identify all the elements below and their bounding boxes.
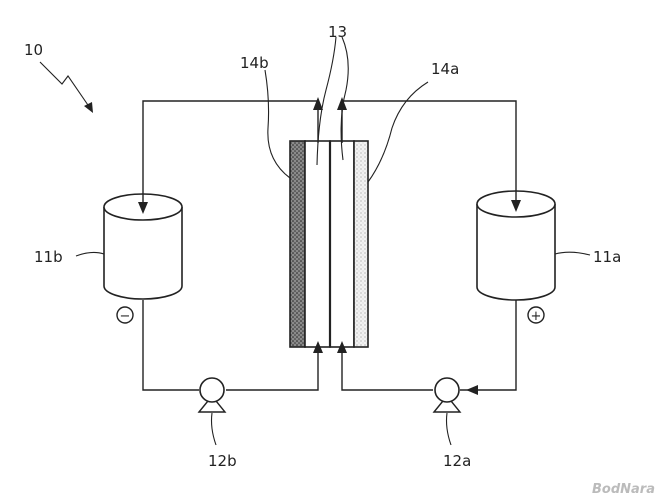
half-cell-right	[329, 140, 355, 348]
negative-terminal-icon: −	[116, 306, 134, 324]
system-pointer	[39, 61, 91, 109]
flow-arrow-icon	[138, 97, 521, 395]
electrode-right	[353, 140, 369, 348]
positive-terminal-icon: +	[527, 306, 545, 324]
label-electrode-right: 14a	[431, 60, 459, 78]
label-tank-right: 11a	[593, 248, 621, 266]
pump-icon	[432, 377, 462, 413]
label-pump-right: 12a	[443, 452, 471, 470]
system-pointer-arrow	[84, 102, 93, 113]
cell-stack	[289, 140, 369, 348]
half-cell-left	[304, 140, 331, 348]
label-electrode-left: 14b	[240, 54, 269, 72]
left-circuit-piping	[142, 100, 319, 391]
positive-terminal-symbol: +	[531, 309, 542, 324]
pump-left	[197, 377, 227, 413]
leader-lines	[75, 36, 591, 446]
watermark: BodNara	[592, 482, 655, 497]
pump-right	[432, 377, 462, 413]
pump-icon	[197, 377, 227, 413]
electrode-left	[289, 140, 306, 348]
system-label: 10	[24, 41, 43, 59]
label-tank-left: 11b	[34, 248, 63, 266]
label-membrane: 13	[328, 23, 347, 41]
label-pump-left: 12b	[208, 452, 237, 470]
negative-terminal-symbol: −	[120, 309, 131, 324]
right-circuit-piping	[341, 100, 517, 391]
